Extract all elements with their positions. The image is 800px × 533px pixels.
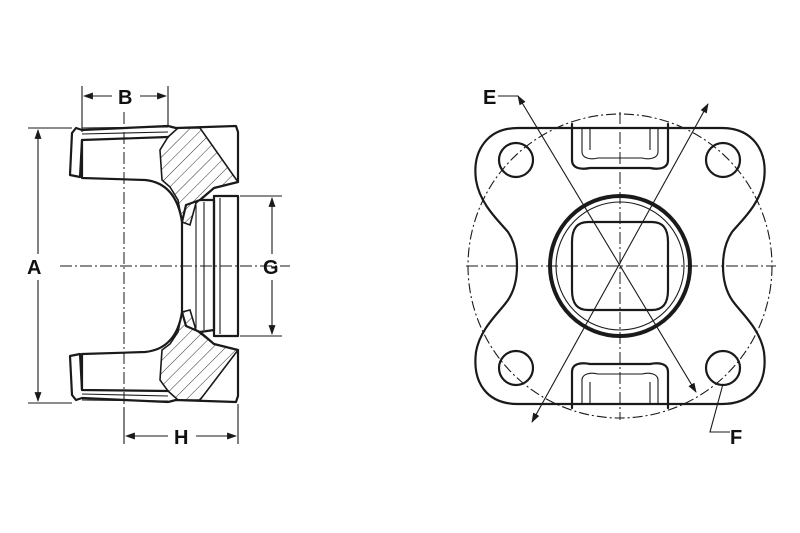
bottom-hatched-section (159, 309, 240, 401)
dim-f-diagonal (531, 103, 709, 423)
flange-outline (474, 126, 766, 406)
dim-e-diagonal (517, 95, 697, 393)
top-hatched-section (159, 127, 240, 227)
label-e: E (483, 87, 496, 109)
bolt-hole-bottom-left (497, 349, 535, 387)
pilot-flange (212, 194, 240, 338)
bolt-hole-top-left (497, 141, 535, 179)
side-section-view: A B G H (27, 86, 290, 449)
dim-f-leader (709, 383, 730, 433)
label-a: A (27, 257, 41, 279)
bolt-hole-top-right (704, 141, 742, 179)
bottom-ear-inner-line (81, 393, 169, 397)
top-ear-edge (81, 126, 169, 129)
label-b: B (118, 87, 132, 109)
top-inner-curve (80, 138, 184, 224)
label-h: H (174, 427, 188, 449)
label-g: G (263, 257, 279, 279)
front-flange-view: E F (466, 87, 776, 449)
bottom-inner-curve (80, 310, 184, 392)
top-ear-inner-line (81, 131, 169, 135)
label-f: F (730, 427, 742, 449)
bolt-hole-bottom-right (704, 349, 742, 387)
bottom-ear-edge (81, 399, 169, 402)
